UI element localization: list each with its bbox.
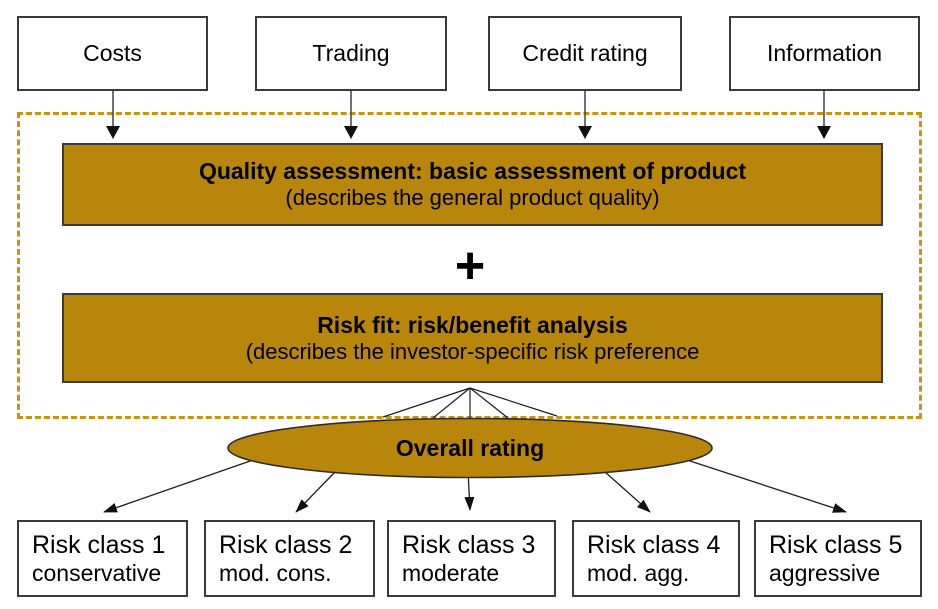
quality-assessment-box: Quality assessment: basic assessment of … [62, 143, 883, 226]
risk-class-title: Risk class 4 [587, 531, 721, 559]
risk-class-subtitle: mod. cons. [219, 560, 332, 586]
source-box-costs: Costs [17, 16, 208, 91]
risk-class-3-box: Risk class 3 moderate [387, 520, 556, 597]
risk-class-1-box: Risk class 1 conservative [17, 520, 188, 597]
risk-class-title: Risk class 3 [402, 531, 536, 559]
plus-sign: + [454, 237, 486, 295]
risk-class-subtitle: conservative [32, 560, 162, 586]
quality-assessment-subtitle: (describes the general product quality) [285, 185, 660, 210]
quality-assessment-title: Quality assessment: basic assessment of … [198, 158, 747, 184]
overall-rating-label: Overall rating [395, 434, 545, 461]
risk-class-4-box: Risk class 4 mod. agg. [572, 520, 740, 597]
risk-class-title: Risk class 5 [769, 531, 903, 559]
risk-class-title: Risk class 2 [219, 531, 353, 559]
risk-fit-box: Risk fit: risk/benefit analysis (describ… [62, 293, 883, 383]
class-arrows [103, 459, 847, 513]
source-label: Credit rating [522, 40, 648, 66]
risk-class-subtitle: aggressive [769, 560, 881, 586]
source-box-trading: Trading [255, 16, 447, 91]
risk-class-title: Risk class 1 [32, 531, 166, 559]
risk-fit-subtitle: (describes the investor-specific risk pr… [245, 338, 700, 364]
risk-class-2-box: Risk class 2 mod. cons. [204, 520, 375, 597]
risk-class-5-box: Risk class 5 aggressive [754, 520, 922, 597]
source-box-information: Information [729, 16, 920, 91]
risk-fit-title: Risk fit: risk/benefit analysis [317, 311, 628, 338]
risk-class-subtitle: mod. agg. [587, 560, 690, 586]
source-label: Costs [83, 40, 142, 66]
source-box-credit-rating: Credit rating [488, 16, 682, 91]
source-label: Trading [312, 40, 390, 66]
risk-class-subtitle: moderate [402, 560, 500, 586]
source-label: Information [766, 40, 883, 66]
